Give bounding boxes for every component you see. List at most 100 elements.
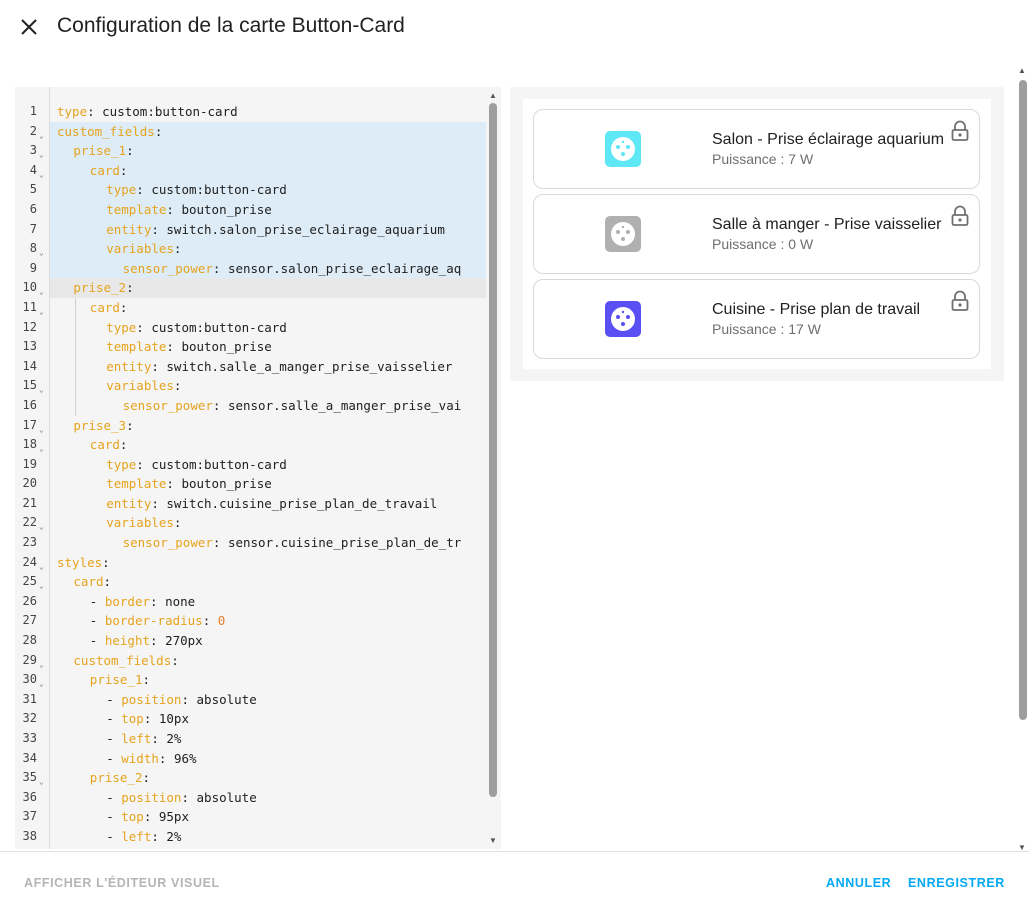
power-socket-icon (605, 131, 641, 167)
fold-chevron-icon[interactable]: ⌄ (39, 424, 44, 434)
yaml-key: position (121, 691, 182, 707)
lock-open-icon[interactable] (950, 205, 970, 227)
lock-open-icon[interactable] (950, 290, 970, 312)
code-line[interactable]: 36- position: absolute (23, 788, 486, 808)
scroll-up-icon[interactable]: ▲ (489, 91, 497, 100)
code-line[interactable]: 4⌄card: (30, 160, 486, 181)
scroll-up-icon[interactable]: ▲ (1018, 66, 1026, 75)
yaml-key: template (106, 201, 167, 217)
scroll-down-icon[interactable]: ▼ (1018, 843, 1026, 852)
cancel-button[interactable]: ANNULER (826, 876, 892, 890)
fold-chevron-icon[interactable]: ⌄ (39, 444, 44, 454)
code-line[interactable]: 24⌄styles: (23, 553, 486, 573)
lock-open-icon[interactable] (950, 120, 970, 142)
fold-chevron-icon[interactable]: ⌄ (39, 130, 44, 140)
line-number: 36 (22, 789, 37, 804)
yaml-value: : bouton_prise (166, 201, 272, 217)
editor-scrollbar-thumb[interactable] (489, 103, 497, 797)
code-line[interactable]: 18⌄card: (23, 435, 486, 455)
yaml-key: prise_1 (73, 143, 127, 159)
fold-chevron-icon[interactable]: ⌄ (39, 581, 44, 591)
save-button[interactable]: ENREGISTRER (908, 876, 1005, 890)
fold-chevron-icon[interactable]: ⌄ (39, 522, 44, 532)
line-number: 12 (22, 319, 37, 334)
code-line[interactable]: 34- width: 96% (23, 749, 486, 769)
code-text: type: custom:button-card (106, 180, 287, 200)
yaml-value: - (106, 828, 122, 844)
code-line[interactable]: 17⌄prise_3: (23, 416, 486, 436)
code-line[interactable]: 2⌄custom_fields: (30, 121, 486, 142)
fold-chevron-icon[interactable]: ⌄ (39, 287, 44, 297)
yaml-key: width (121, 750, 159, 766)
yaml-key: entity (106, 221, 152, 237)
fold-chevron-icon[interactable]: ⌄ (39, 169, 44, 179)
fold-chevron-icon[interactable]: ⌄ (39, 561, 44, 571)
line-number: 32 (22, 711, 37, 726)
fold-chevron-icon[interactable]: ⌄ (39, 659, 44, 669)
editor-scrollbar[interactable]: ▲ ▼ (487, 87, 499, 849)
fold-chevron-icon[interactable]: ⌄ (39, 777, 44, 787)
code-line[interactable]: 27- border-radius: 0 (23, 611, 486, 631)
fold-chevron-icon[interactable]: ⌄ (39, 248, 44, 258)
code-line[interactable]: 8⌄variables: (30, 239, 486, 259)
fold-chevron-icon[interactable]: ⌄ (39, 306, 44, 316)
code-text: - top: 95px (106, 807, 189, 827)
line-number: 21 (22, 495, 37, 510)
fold-chevron-icon[interactable]: ⌄ (39, 150, 44, 160)
code-line[interactable]: 15⌄variables: (23, 376, 486, 396)
code-line[interactable]: 35⌄prise_2: (23, 768, 486, 788)
code-line[interactable]: 26- border: none (23, 592, 486, 612)
code-line[interactable]: 3⌄prise_1: (30, 141, 486, 161)
code-line[interactable]: 38- left: 2% (23, 827, 486, 847)
yaml-value: : (119, 437, 128, 453)
code-line[interactable]: 22⌄variables: (23, 513, 486, 533)
yaml-key: prise_2 (89, 770, 143, 786)
yaml-key: card (73, 574, 104, 590)
code-line[interactable]: 31- position: absolute (23, 690, 486, 710)
code-text: template: bouton_prise (106, 200, 272, 220)
close-button[interactable] (14, 12, 44, 42)
scroll-down-icon[interactable]: ▼ (489, 836, 497, 845)
code-text: styles: (57, 553, 110, 573)
code-line[interactable]: 28- height: 270px (23, 631, 486, 651)
fold-chevron-icon[interactable]: ⌄ (39, 679, 44, 689)
dialog-title: Configuration de la carte Button-Card (57, 14, 405, 37)
code-line[interactable]: 11⌄card: (23, 298, 486, 318)
yaml-key: top (121, 711, 144, 727)
code-line[interactable]: 30⌄prise_1: (23, 670, 486, 690)
code-line[interactable]: 29⌄custom_fields: (23, 651, 486, 671)
show-visual-editor-button[interactable]: AFFICHER L'ÉDITEUR VISUEL (24, 876, 220, 890)
dialog-footer: AFFICHER L'ÉDITEUR VISUEL ANNULER ENREGI… (0, 851, 1029, 898)
code-line[interactable]: 10⌄prise_2: (23, 278, 486, 298)
code-line[interactable]: 32- top: 10px (23, 709, 486, 729)
fold-chevron-icon[interactable]: ⌄ (39, 385, 44, 395)
line-number: 3 (29, 143, 37, 158)
line-number: 27 (22, 613, 37, 628)
yaml-value: : (102, 554, 110, 570)
yaml-key: prise_1 (89, 672, 143, 688)
dialog-scrollbar[interactable]: ▲ ▼ (1017, 66, 1027, 852)
code-line[interactable]: 37- top: 95px (23, 807, 486, 827)
line-number: 9 (29, 260, 37, 275)
code-line[interactable]: 33- left: 2% (23, 729, 486, 749)
dialog-scrollbar-thumb[interactable] (1019, 80, 1027, 720)
code-line[interactable]: 25⌄card: (23, 572, 486, 592)
